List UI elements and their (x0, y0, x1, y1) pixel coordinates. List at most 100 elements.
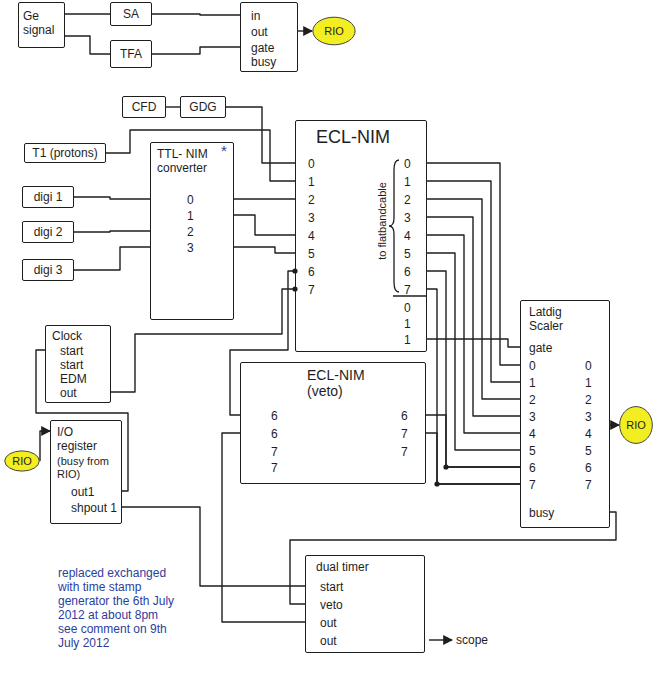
port-label: * (221, 144, 227, 158)
port-label: 7 (404, 283, 411, 297)
wire-connector (298, 30, 312, 31)
wire-connector (427, 339, 520, 347)
detector-box: T1 (protons) (24, 143, 106, 163)
gate-module: inoutgatebusy (240, 2, 298, 72)
box-label: TFA (120, 47, 142, 61)
port-label: 5 (529, 444, 536, 458)
module-title: dual timer (316, 560, 369, 574)
digitizer-box: digi 3 (22, 259, 74, 281)
wire-connector (290, 512, 616, 604)
box-label: digi 3 (34, 263, 63, 277)
port-label: 3 (585, 410, 592, 424)
box-label: RIO (626, 418, 646, 432)
port-label: 5 (585, 444, 592, 458)
port-label: to flatbandcable (375, 182, 389, 260)
port-label: 6 (271, 409, 278, 423)
port-label: out (320, 634, 337, 648)
wire-connector (74, 247, 150, 270)
module-title: TTL- NIM converter (157, 147, 217, 175)
port-label: 3 (187, 241, 194, 255)
wire-connector (234, 247, 295, 253)
gdg-box: GDG (180, 96, 226, 118)
port-label: 6 (271, 427, 278, 441)
wire-connector (427, 235, 520, 433)
output-label: scope (456, 633, 488, 647)
wire-connector (152, 14, 240, 15)
port-label: busy (529, 506, 554, 520)
port-label: 0 (404, 301, 411, 315)
port-label: 2 (308, 193, 315, 207)
wire-connector (166, 106, 180, 107)
port-label: 2 (404, 193, 411, 207)
digitizer-box: digi 1 (22, 186, 74, 208)
port-label: gate (251, 41, 274, 55)
port-label: gate (529, 341, 552, 355)
port-label: out1 (71, 485, 94, 499)
rio-circle: RIO (312, 16, 356, 46)
module-title: I/O register (57, 425, 115, 453)
wire-connector (65, 36, 110, 54)
wire-connector (222, 433, 305, 622)
box-label: SA (123, 7, 139, 21)
converter-module: TTL- NIM converter*0123 (150, 142, 234, 320)
port-label: 6 (529, 461, 536, 475)
module-title: Ge signal (23, 9, 61, 37)
port-label: EDM (60, 372, 87, 386)
veto-module: ECL-NIM (veto)6677677 (240, 362, 426, 484)
module-title: in (251, 9, 260, 23)
port-label: 1 (187, 209, 194, 223)
box-label: digi 1 (34, 190, 63, 204)
port-label: 7 (271, 461, 278, 475)
port-label: 4 (404, 229, 411, 243)
port-label: busy (251, 55, 276, 69)
port-label: 1 (404, 317, 411, 331)
port-label: 7 (401, 445, 408, 459)
wire-connector (226, 107, 295, 163)
box-label: RIO (324, 24, 344, 38)
port-label: 0 (404, 157, 411, 171)
port-label: start (60, 344, 83, 358)
ecl-nim-module: ECL-NIM01234567to flatbandcable012345670… (295, 120, 427, 352)
module-title: Clock (52, 329, 82, 343)
wire-connector (427, 253, 520, 450)
clock-module: ClockstartstartEDMout (45, 325, 111, 403)
port-label: 7 (585, 478, 592, 492)
box-label: digi 2 (34, 225, 63, 239)
wire-connector (152, 47, 240, 54)
rio-ellipse-shape (313, 17, 355, 45)
module-title: ECL-NIM (veto) (307, 367, 387, 399)
tfa-box: TFA (110, 40, 152, 68)
port-label: 4 (308, 229, 315, 243)
wire-connector (234, 215, 295, 235)
wire-connector (106, 130, 295, 181)
port-label: 0 (585, 359, 592, 373)
box-label: GDG (189, 100, 216, 114)
box-label: RIO (12, 454, 32, 468)
amplifier-box: SA (110, 2, 152, 26)
box-label: CFD (132, 100, 157, 114)
port-label: 6 (401, 409, 408, 423)
port-label: 2 (529, 393, 536, 407)
rio-ellipse-shape (5, 451, 40, 471)
digitizer-box: digi 2 (22, 221, 74, 243)
wire-connector (427, 217, 520, 416)
port-label: 1 (404, 175, 411, 189)
port-label: 7 (271, 445, 278, 459)
port-label: start (320, 580, 343, 594)
wire-connector (74, 231, 150, 232)
port-label: 1 (308, 175, 315, 189)
port-label: out (320, 616, 337, 630)
wire-connector (426, 415, 520, 467)
port-label: 7 (308, 283, 315, 297)
wire-connector (234, 198, 295, 199)
io-register-module: I/O register(busy from RIO)out1shpout 1 (50, 420, 122, 524)
port-label: 3 (529, 410, 536, 424)
port-label: 0 (308, 157, 315, 171)
rio-circle: RIO (4, 450, 40, 472)
wire-connector (426, 433, 520, 484)
rio-circle: RIO (619, 405, 653, 445)
port-label: start (60, 358, 83, 372)
timer-module: dual timerstartvetooutout (305, 555, 425, 653)
cable-bracket (389, 160, 399, 292)
port-label: 6 (585, 461, 592, 475)
